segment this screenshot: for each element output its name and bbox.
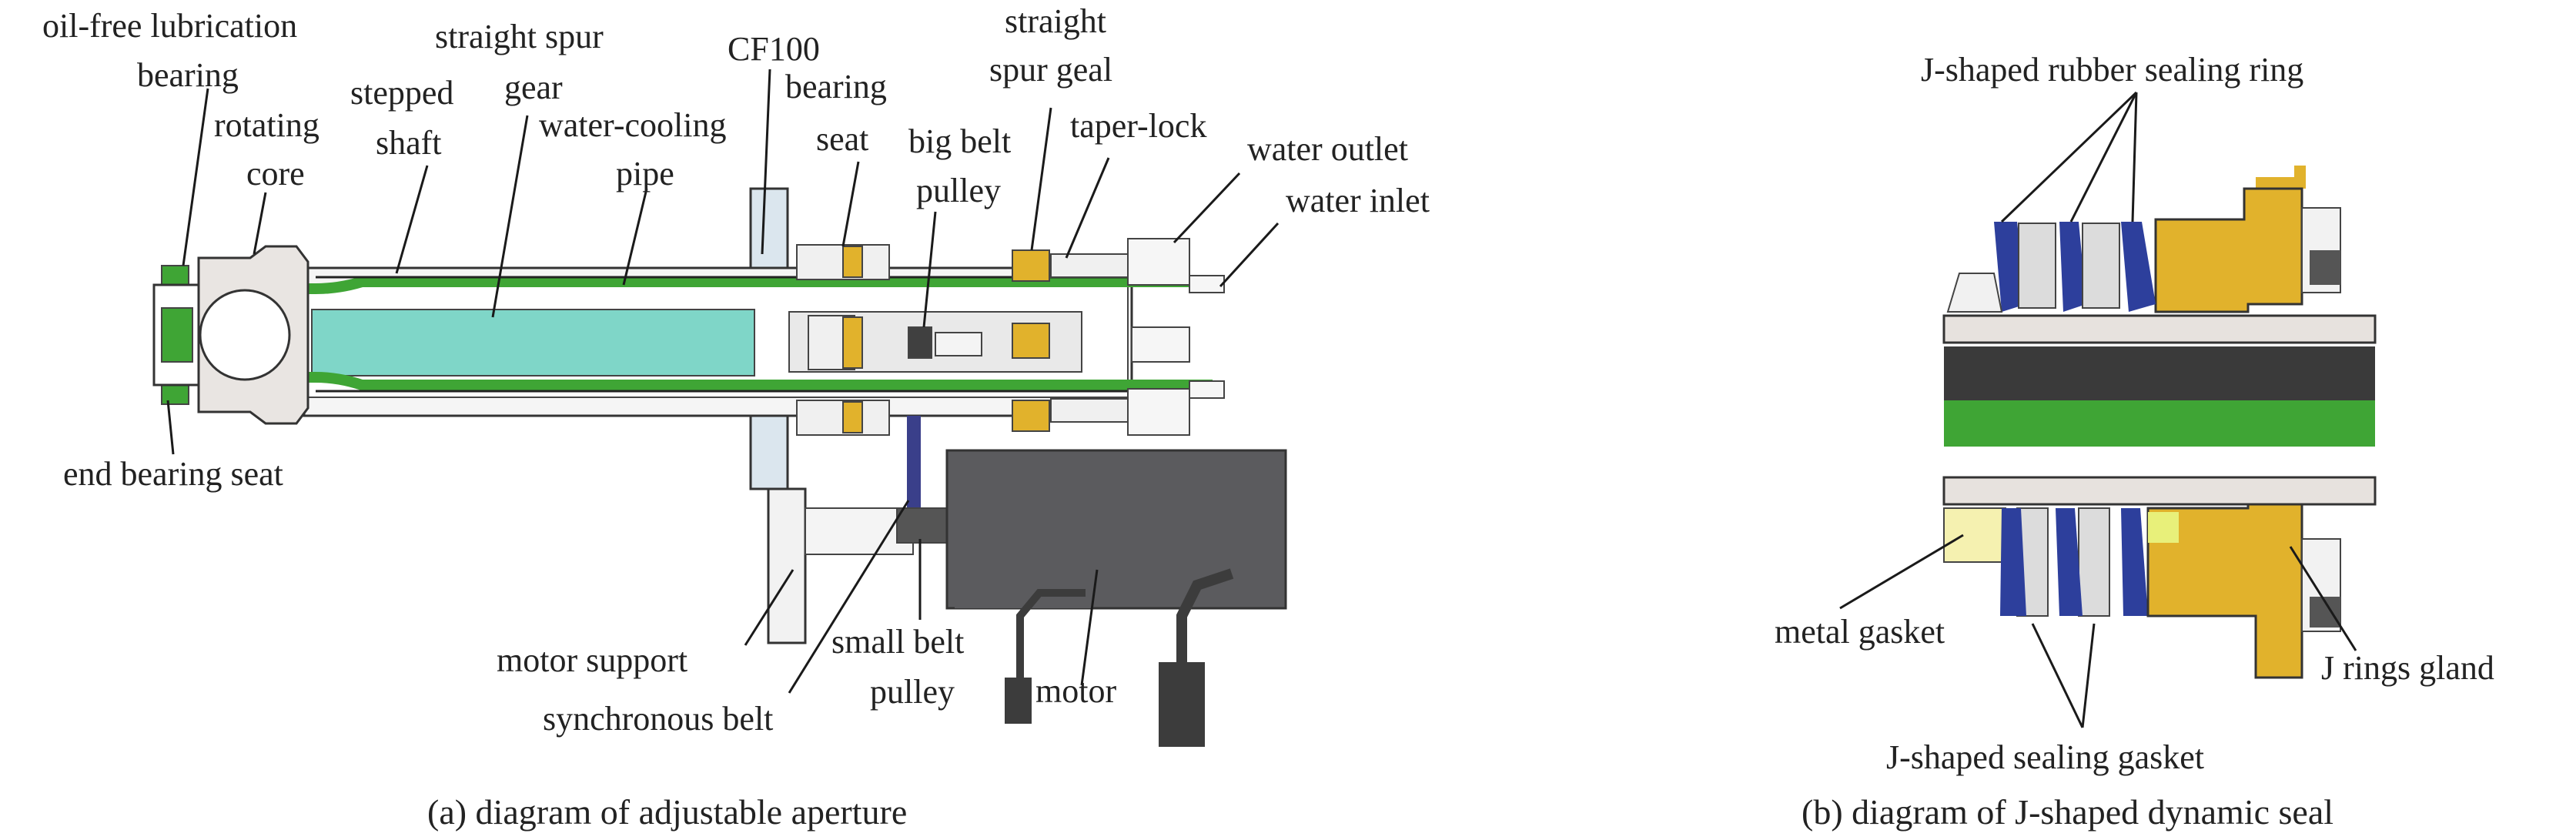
big-belt-pulley: [908, 326, 932, 359]
leaders-a: [166, 69, 1280, 694]
lower-rubber-rings: [2000, 508, 2148, 616]
j-rings-gland-upper: [2256, 166, 2306, 223]
seal-shaft-top: [1942, 314, 2377, 344]
seal-assembly: [1942, 166, 2377, 679]
taper-lock: [1050, 253, 1129, 278]
label-oil-free: oil-free lubrication: [42, 7, 297, 45]
bearing-seat: [796, 244, 890, 436]
aperture-hole: [199, 289, 291, 381]
label-big-belt-pulley-2: pulley: [916, 172, 1001, 209]
seal-shaft-green: [1944, 400, 2375, 447]
label-j-ring: J-shaped rubber sealing ring: [1921, 51, 2303, 89]
motor-support-plate: [767, 487, 807, 644]
water-cooling-pipe-upper: [206, 276, 1213, 294]
gland-bolt-upper: [2310, 250, 2340, 285]
motor-connector-right: [1159, 662, 1205, 747]
label-bearing-seat: bearing: [785, 68, 887, 105]
label-spur-gear: straight spur: [435, 18, 604, 55]
metal-gasket: [1943, 507, 2006, 563]
seal-shaft-dark: [1944, 346, 2375, 400]
motor-connector-left: [1005, 678, 1032, 724]
caption-b: (b) diagram of J-shaped dynamic seal: [1802, 792, 2333, 832]
label-motor-support: motor support: [497, 641, 687, 679]
labels-b: J-shaped rubber sealing ring metal gaske…: [1775, 51, 2494, 832]
label-water-inlet: water inlet: [1286, 182, 1430, 219]
small-belt-pulley: [896, 507, 948, 544]
labels-a: oil-free lubrication bearing rotating co…: [42, 2, 1430, 832]
label-rotating-core-2: core: [246, 155, 305, 192]
label-small-belt-pulley: small belt: [831, 623, 964, 661]
label-cf100: CF100: [728, 30, 820, 68]
synchronous-belt: [907, 416, 921, 524]
label-small-belt-pulley-2: pulley: [870, 673, 955, 711]
label-spur-geal-2: spur geal: [989, 51, 1112, 89]
j-rings-gland-lower: [2146, 503, 2303, 679]
label-synchronous-belt: synchronous belt: [543, 700, 773, 738]
label-metal-gasket: metal gasket: [1775, 613, 1945, 651]
label-stepped-shaft-2: shaft: [376, 124, 442, 162]
label-spur-geal: straight: [1005, 2, 1106, 40]
label-big-belt-pulley: big belt: [908, 122, 1011, 160]
label-j-gland: J rings gland: [2321, 649, 2494, 687]
label-spur-gear-2: gear: [504, 69, 563, 106]
leaders-b: [1839, 91, 2357, 728]
label-water-cooling-2: pipe: [616, 155, 674, 192]
water-fittings: [1127, 238, 1225, 436]
caption-a: (a) diagram of adjustable aperture: [427, 792, 907, 832]
straight-spur-gear: [311, 309, 755, 376]
aperture-assembly: [152, 187, 1287, 747]
label-motor: motor: [1035, 672, 1116, 710]
water-cooling-pipe-lower: [206, 372, 1213, 390]
label-rotating-core: rotating: [214, 106, 319, 144]
straight-spur-geal: [1012, 249, 1050, 432]
label-end-bearing-seat: end bearing seat: [63, 455, 283, 493]
label-bearing-seat-2: seat: [816, 120, 868, 158]
oil-free-bearing: [161, 265, 189, 286]
label-stepped-shaft: stepped: [350, 74, 453, 112]
j-shaped-rubber-sealing-ring: [1994, 222, 2156, 312]
label-taper-lock: taper-lock: [1070, 107, 1206, 145]
label-water-cooling: water-cooling: [539, 106, 726, 144]
seal-shaft-bottom: [1942, 476, 2377, 506]
upper-gaskets: [1946, 223, 2120, 313]
label-j-gasket: J-shaped sealing gasket: [1886, 738, 2204, 776]
label-oil-free-2: bearing: [137, 56, 239, 94]
label-water-outlet: water outlet: [1247, 130, 1408, 168]
end-bearing-seat: [161, 307, 193, 363]
